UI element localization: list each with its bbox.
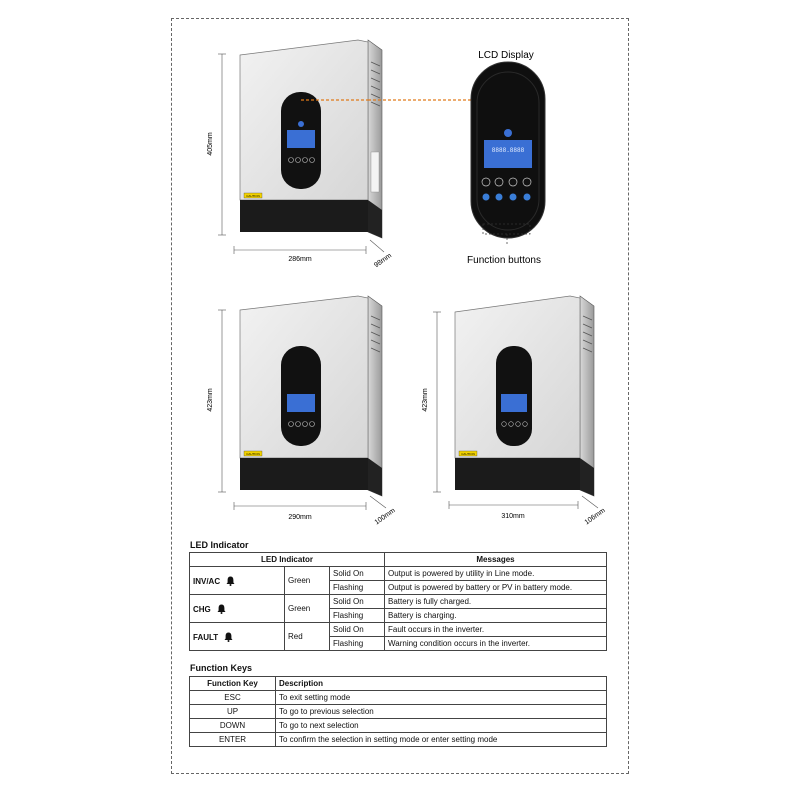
table-row: CHG Green Solid On Battery is fully char… — [189, 594, 607, 623]
led-name-chg: CHG — [189, 594, 285, 623]
led-state: Solid On — [329, 566, 385, 581]
led-state: Solid On — [329, 622, 385, 637]
inverter-unit-3: CAUTION 423mm 310mm 106mm — [422, 295, 607, 526]
unit3-height-dimension: 423mm — [422, 388, 429, 412]
function-key-cell: UP — [189, 704, 276, 719]
unit3-width-dimension: 310mm — [501, 513, 525, 520]
unit1-depth-dimension: 98mm — [373, 252, 393, 269]
led-color: Green — [284, 566, 330, 595]
function-buttons-callout: Function buttons — [467, 255, 541, 266]
table-header-row: LED Indicator Messages — [189, 552, 607, 567]
led-message: Battery is fully charged. — [384, 594, 607, 609]
led-color: Green — [284, 594, 330, 623]
unit2-height-dimension: 423mm — [207, 388, 214, 412]
inverter-dimension-figure: CAUTION 405mm 286mm 98mm LCD Display 888… — [207, 39, 607, 526]
messages-header: Messages — [384, 552, 607, 567]
unit1-height-dimension: 405mm — [207, 132, 214, 156]
table-row: INV/AC Green Solid On Output is powered … — [189, 566, 607, 595]
led-bell-icon — [217, 604, 226, 614]
function-key-header: Function Key — [189, 676, 276, 691]
led-state: Flashing — [329, 608, 385, 623]
led-state: Flashing — [329, 580, 385, 595]
inverter-unit-2: CAUTION 423mm 290mm 100mm — [207, 295, 397, 526]
function-key-cell: ESC — [189, 690, 276, 705]
led-bell-icon — [224, 632, 233, 642]
table-row: UP To go to previous selection — [189, 704, 607, 719]
unit2-depth-dimension: 100mm — [374, 507, 397, 526]
led-section-title: LED Indicator — [190, 540, 249, 550]
svg-text:CAUTION: CAUTION — [461, 452, 475, 456]
unit1-width-dimension: 286mm — [288, 256, 312, 263]
table-row: Flashing Battery is charging. — [190, 608, 607, 623]
led-message: Output is powered by battery or PV in ba… — [384, 580, 607, 595]
table-row: Flashing Warning condition occurs in the… — [190, 636, 607, 651]
unit3-depth-dimension: 106mm — [584, 507, 607, 526]
table-row: ESC To exit setting mode — [189, 690, 607, 705]
led-indicator-header: LED Indicator — [189, 552, 385, 567]
led-message: Battery is charging. — [384, 608, 607, 623]
function-description-cell: To go to next selection — [275, 718, 607, 733]
svg-text:CAUTION: CAUTION — [246, 194, 260, 198]
function-keys-table: Function Key Description ESC To exit set… — [189, 676, 607, 747]
table-row: Flashing Output is powered by battery or… — [190, 580, 607, 595]
svg-text:8888.8888: 8888.8888 — [492, 147, 525, 154]
table-row: ENTER To confirm the selection in settin… — [189, 732, 607, 747]
lcd-display-callout: LCD Display — [478, 50, 534, 61]
description-header: Description — [275, 676, 607, 691]
led-message: Fault occurs in the inverter. — [384, 622, 607, 637]
unit2-width-dimension: 290mm — [288, 514, 312, 521]
led-message: Warning condition occurs in the inverter… — [384, 636, 607, 651]
led-name-inv-ac: INV/AC — [189, 566, 285, 595]
led-state: Solid On — [329, 594, 385, 609]
function-key-cell: DOWN — [189, 718, 276, 733]
function-keys-section-title: Function Keys — [190, 663, 253, 673]
led-color: Red — [284, 622, 330, 651]
led-state: Flashing — [329, 636, 385, 651]
document-frame — [171, 18, 629, 774]
table-row: FAULT Red Solid On Fault occurs in the i… — [189, 622, 607, 651]
function-description-cell: To exit setting mode — [275, 690, 607, 705]
led-indicator-table: LED Indicator Messages INV/AC Green Soli… — [189, 552, 607, 651]
led-name-fault: FAULT — [189, 622, 285, 651]
inverter-unit-1: CAUTION 405mm 286mm 98mm — [207, 39, 500, 269]
led-bell-icon — [226, 576, 235, 586]
function-key-cell: ENTER — [189, 732, 276, 747]
svg-text:CAUTION: CAUTION — [246, 452, 260, 456]
lcd-detail-view: LCD Display 8888.8888 Function buttons — [467, 50, 546, 266]
function-description-cell: To confirm the selection in setting mode… — [275, 732, 607, 747]
table-header-row: Function Key Description — [189, 676, 607, 691]
table-row: DOWN To go to next selection — [189, 718, 607, 733]
led-message: Output is powered by utility in Line mod… — [384, 566, 607, 581]
function-description-cell: To go to previous selection — [275, 704, 607, 719]
